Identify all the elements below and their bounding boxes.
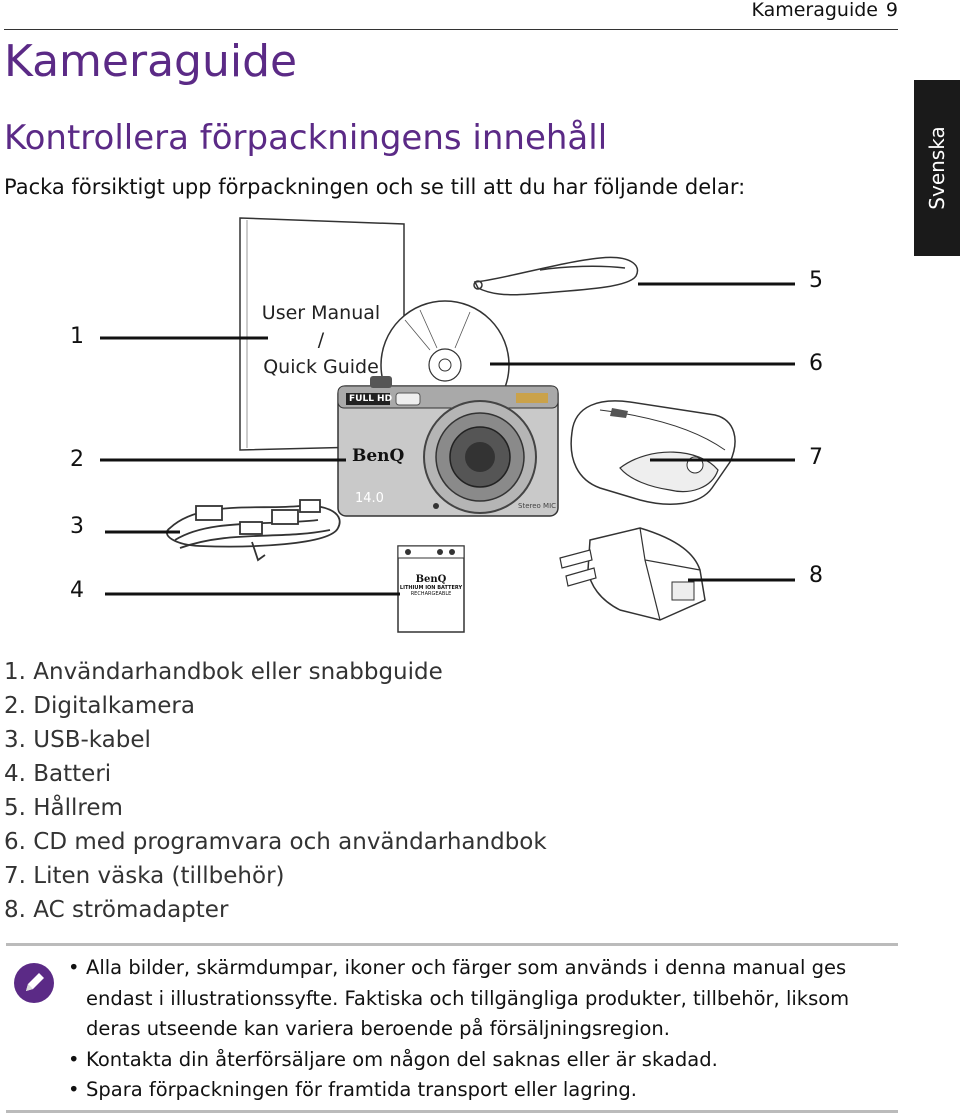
callout-6: 6 [809, 351, 823, 376]
pencil-note-icon [14, 963, 54, 1003]
page-number: 9 [885, 0, 898, 21]
callout-1: 1 [70, 324, 84, 349]
camera-megapixel-label: 14.0 [355, 491, 384, 506]
camera-illustration [337, 376, 559, 517]
list-item: 5. Hållrem [4, 795, 123, 821]
list-item: 6. CD med programvara och användarhandbo… [4, 829, 547, 855]
callout-2: 2 [70, 447, 84, 472]
note-item: Alla bilder, skärmdumpar, ikoner och fär… [66, 953, 866, 1045]
camera-mic-label: Stereo MIC [518, 502, 557, 510]
list-item: 2. Digitalkamera [4, 693, 195, 719]
package-contents-diagram: User Manual / Quick Guide FULL HD BenQ 1… [0, 210, 900, 640]
header-rule [4, 29, 898, 30]
callout-3: 3 [70, 514, 84, 539]
manual-separator: / [317, 329, 325, 351]
battery-rechargeable: RECHARGEABLE [410, 591, 452, 597]
battery-type: LITHIUM ION BATTERY [399, 585, 463, 591]
note-top-rule [6, 943, 898, 946]
manual-title: User Manual [261, 302, 381, 324]
manual-subtitle: Quick Guide [263, 356, 379, 378]
battery-illustration [397, 545, 465, 633]
section-title: Kontrollera förpackningens innehåll [4, 118, 608, 158]
list-item: 8. AC strömadapter [4, 897, 229, 923]
list-item: 4. Batteri [4, 761, 112, 787]
note-bottom-rule [6, 1110, 898, 1113]
list-item: 3. USB-kabel [4, 727, 151, 753]
note-list: Alla bilder, skärmdumpar, ikoner och fär… [66, 953, 866, 1106]
callout-8: 8 [809, 563, 823, 588]
language-tab-label: Svenska [925, 126, 949, 210]
note-item: Spara förpackningen för framtida transpo… [66, 1075, 866, 1106]
usb-cable-illustration [166, 499, 341, 562]
page-title: Kameraguide [4, 36, 298, 87]
list-item: 7. Liten väska (tillbehör) [4, 863, 285, 889]
list-item: 1. Användarhandbok eller snabbguide [4, 659, 443, 685]
camera-brand-logo: BenQ [352, 446, 405, 466]
intro-text: Packa försiktigt upp förpackningen och s… [4, 175, 746, 199]
battery-label: BenQ LITHIUM ION BATTERY RECHARGEABLE [398, 574, 464, 597]
callout-5: 5 [809, 268, 823, 293]
callout-7: 7 [809, 445, 823, 470]
manual-cover-text: User Manual / Quick Guide [256, 300, 386, 381]
callout-leader-lines [100, 282, 795, 596]
pouch-illustration [570, 400, 736, 505]
callout-4: 4 [70, 578, 84, 603]
note-item: Kontakta din återförsäljare om någon del… [66, 1045, 866, 1076]
camera-full-hd-badge: FULL HD [349, 394, 393, 404]
header-section: Kameraguide [751, 0, 878, 21]
parts-list: 1. Användarhandbok eller snabbguide 2. D… [4, 655, 547, 927]
language-tab: Svenska [914, 80, 960, 256]
battery-brand: BenQ [415, 574, 447, 585]
ac-adapter-illustration [559, 527, 706, 621]
strap-illustration [473, 256, 639, 296]
contents-illustration [100, 217, 795, 633]
